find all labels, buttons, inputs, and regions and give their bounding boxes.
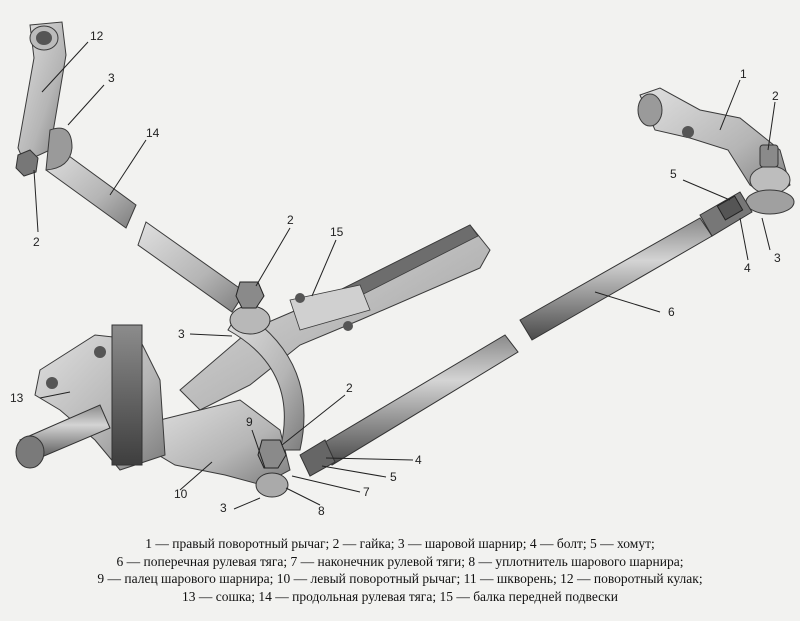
callout-8: 8 [318,504,325,518]
callout-10: 10 [174,487,188,501]
front-axle-beam [179,224,491,411]
callout-2: 2 [33,235,40,249]
callout-5: 5 [390,470,397,484]
steering-linkage-illustration: 12 3 14 2 1 2 5 4 3 2 15 3 13 6 2 4 5 7 … [10,21,795,518]
callout-4: 4 [744,261,751,275]
right-steering-arm [637,87,795,215]
tie-rod-left [299,334,519,477]
callout-9: 9 [246,415,253,429]
callout-3: 3 [108,71,115,85]
callout-15: 15 [330,225,344,239]
callout-2: 2 [346,381,353,395]
callout-1: 1 [740,67,747,81]
callout-leaders [33,41,776,510]
callout-6: 6 [668,305,675,319]
callout-5: 5 [670,167,677,181]
callout-2: 2 [772,89,779,103]
caption-line: 6 — поперечная рулевая тяга; 7 — наконеч… [116,553,684,569]
caption-line: 13 — сошка; 14 — продольная рулевая тяга… [182,588,618,604]
callout-13: 12 [90,29,104,43]
ball-joint-center [229,281,271,335]
steering-knuckle [15,324,166,471]
figure-caption: 1 — правый поворотный рычаг; 2 — гайка; … [0,535,800,605]
callout-3: 3 [774,251,781,265]
callout-4: 4 [415,453,422,467]
callout-14: 14 [146,126,160,140]
callout-2: 2 [287,213,294,227]
pitman-arm [15,21,73,177]
tie-rod-right [519,191,753,341]
ball-joint-lower [255,439,289,498]
caption-line: 1 — правый поворотный рычаг; 2 — гайка; … [145,536,655,551]
callout-3: 3 [178,327,185,341]
callout-3: 3 [220,501,227,515]
callout-7: 7 [363,485,370,499]
callout-labels: 12 3 14 2 1 2 5 4 3 2 15 3 13 6 2 4 5 7 … [10,29,781,518]
drag-link [45,147,246,313]
callout-12: 13 [10,391,24,405]
caption-line: 9 — палец шарового шарнира; 10 — левый п… [97,571,703,586]
